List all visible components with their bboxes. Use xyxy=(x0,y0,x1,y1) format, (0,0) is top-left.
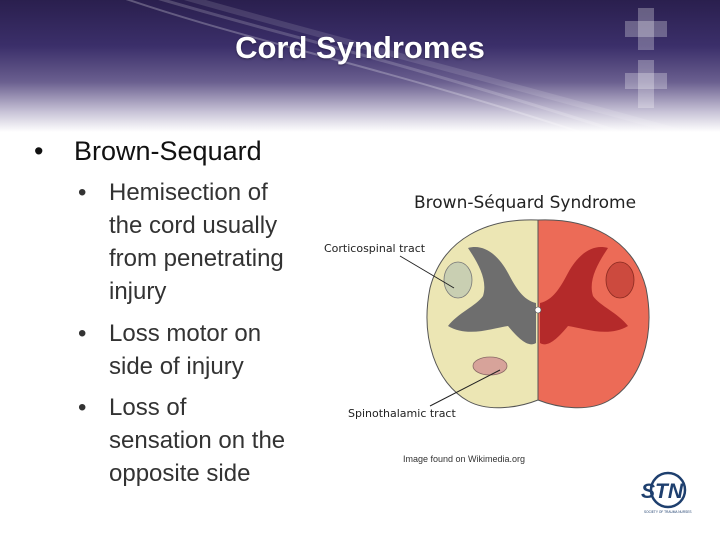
gray-matter-right xyxy=(540,247,628,345)
main-bullet-text: Brown-Sequard xyxy=(74,136,262,166)
bullet-dot: • xyxy=(78,394,87,421)
svg-text:SOCIETY OF TRAUMA NURSES: SOCIETY OF TRAUMA NURSES xyxy=(644,510,692,514)
gray-matter-left xyxy=(448,247,536,345)
bullet-dot: • xyxy=(78,179,87,206)
svg-text:STN: STN xyxy=(641,480,684,503)
sub-bullet-text: Loss motor on side of injury xyxy=(109,320,262,380)
bullet-dot: • xyxy=(78,320,87,347)
corticospinal-tract-right xyxy=(605,261,635,299)
diagram-title: Brown-Séquard Syndrome xyxy=(414,193,636,213)
spinal-cord-diagram: Brown-Séquard Syndrome Corticospinal tra… xyxy=(324,193,650,420)
slide-title: Cord Syndromes xyxy=(235,30,485,65)
bullet-dot: • xyxy=(34,136,44,166)
spinothalamic-label: Spinothalamic tract xyxy=(348,407,456,420)
stn-logo: STN SOCIETY OF TRAUMA NURSES xyxy=(641,471,692,514)
header-banner xyxy=(0,0,720,132)
sub-bullet-text: Hemisection of the cord usually from pen… xyxy=(109,179,284,305)
image-credit: Image found on Wikimedia.org xyxy=(403,454,526,464)
corticospinal-tract-left xyxy=(443,261,473,299)
medical-cross-icon xyxy=(625,8,667,108)
spinothalamic-tract-left xyxy=(472,356,508,376)
light-streak-decoration xyxy=(125,0,681,132)
corticospinal-label: Corticospinal tract xyxy=(324,242,426,255)
sub-bullet-text: Loss of sensation on the opposite side xyxy=(109,394,286,487)
